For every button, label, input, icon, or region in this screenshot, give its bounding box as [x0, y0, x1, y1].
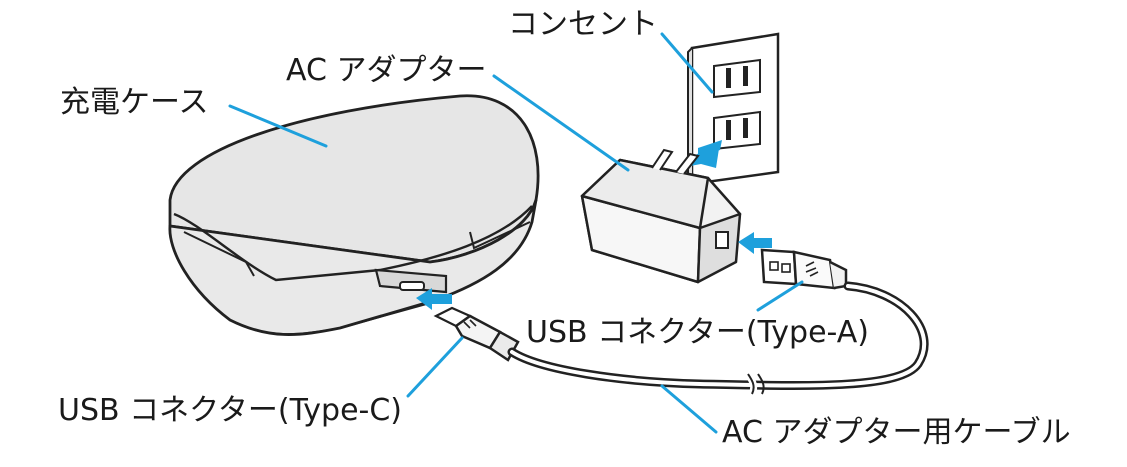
leader-cable	[660, 384, 718, 434]
outlet-socket-top	[713, 58, 761, 99]
label-charging-case: 充電ケース	[60, 85, 209, 120]
label-usb-type-a: USB コネクター(Type-A)	[526, 315, 869, 350]
ac-adapter	[580, 148, 742, 284]
label-outlet: コンセント	[508, 7, 658, 42]
label-cable: AC アダプター用ケーブル	[722, 415, 1071, 450]
leader-usb-c	[406, 336, 464, 398]
leader-outlet	[660, 32, 714, 94]
outlet-socket-bottom	[713, 110, 761, 151]
leader-charging-case	[228, 104, 328, 148]
leader-ac-adapter	[492, 74, 630, 172]
usb-type-c-plug	[433, 306, 520, 362]
label-usb-type-c: USB コネクター(Type-C)	[58, 393, 403, 428]
leader-usb-a	[756, 280, 804, 312]
charging-case	[168, 94, 540, 336]
wall-outlet	[687, 32, 780, 191]
arrow-into-case	[416, 288, 452, 310]
label-ac-adapter: AC アダプター	[286, 53, 487, 88]
leader-lines	[228, 32, 804, 434]
usb-type-a-plug	[760, 248, 848, 290]
arrow-into-adapter	[738, 232, 772, 254]
